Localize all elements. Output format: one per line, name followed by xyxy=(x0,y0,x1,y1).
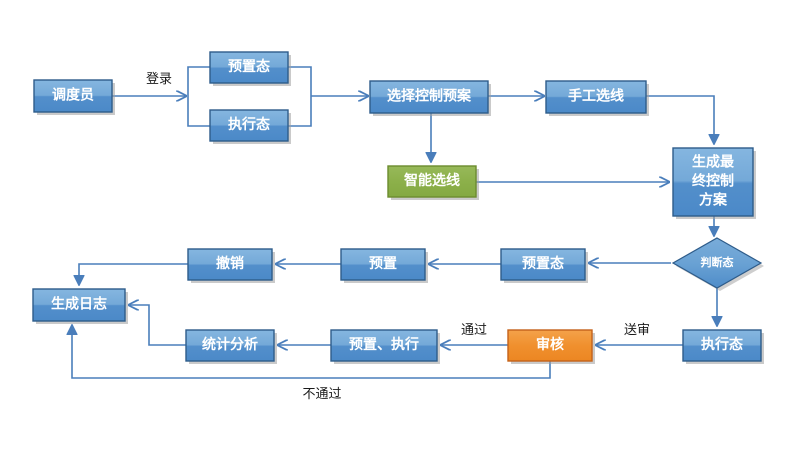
node-preset-exec[interactable]: 预置、执行 xyxy=(330,329,440,364)
connector-exec-to-merge xyxy=(288,96,312,127)
node-smart-line[interactable]: 智能选线 xyxy=(387,165,479,200)
edge-label-login: 登录 xyxy=(146,71,172,86)
node-stat-analyse[interactable]: 统计分析 xyxy=(185,329,277,364)
connector-preset-to-merge xyxy=(288,66,312,96)
node-preset-state[interactable]: 预置态 xyxy=(209,51,291,86)
node-preset[interactable]: 预置 xyxy=(340,248,428,283)
node-label-smart-line: 智能选线 xyxy=(403,172,460,188)
node-shape xyxy=(330,329,438,362)
node-label-revoke: 撤销 xyxy=(216,255,244,271)
node-label-exec-state2: 执行态 xyxy=(701,336,743,352)
node-dispatcher[interactable]: 调度员 xyxy=(33,79,115,115)
node-label-audit: 审核 xyxy=(536,336,564,352)
node-label-preset-state2: 预置态 xyxy=(522,255,564,271)
node-exec-state[interactable]: 执行态 xyxy=(209,109,291,144)
node-shape xyxy=(33,79,113,113)
edge-label-submit: 送审 xyxy=(624,322,650,337)
node-exec-state2[interactable]: 执行态 xyxy=(682,329,764,364)
node-label-manual-line: 手工选线 xyxy=(568,88,624,104)
connector-audit-fail-to-log xyxy=(72,325,551,379)
node-shape xyxy=(32,288,126,322)
node-label-preset: 预置 xyxy=(369,255,397,271)
node-shape xyxy=(340,248,426,281)
node-shape xyxy=(671,237,763,289)
connector-stat-to-log xyxy=(129,305,186,346)
node-shape xyxy=(507,329,593,362)
node-label-dispatcher: 调度员 xyxy=(52,87,94,103)
connector-manual-to-final xyxy=(646,95,714,144)
node-shape xyxy=(187,248,273,281)
node-shape xyxy=(387,165,477,198)
node-label-final-plan: 方案 xyxy=(699,192,728,208)
node-gen-log[interactable]: 生成日志 xyxy=(32,288,128,324)
connector-branch-to-exec xyxy=(187,96,210,127)
node-judge-state[interactable]: 判断态 xyxy=(671,237,764,291)
node-label-preset-state: 预置态 xyxy=(228,58,270,74)
node-label-final-plan: 生成最 xyxy=(692,154,735,170)
node-audit[interactable]: 审核 xyxy=(507,329,595,364)
edge-label-pass: 通过 xyxy=(461,322,487,337)
node-label-exec-state: 执行态 xyxy=(228,116,270,132)
node-shape xyxy=(682,329,762,362)
node-shape xyxy=(209,109,289,142)
node-layer: 调度员预置态执行态选择控制预案手工选线智能选线生成最终控制方案判断态预置态预置撤… xyxy=(32,51,764,364)
node-revoke[interactable]: 撤销 xyxy=(187,248,275,283)
node-shape xyxy=(369,80,489,114)
node-label-stat-analyse: 统计分析 xyxy=(202,336,258,352)
connector-layer xyxy=(72,66,717,379)
edge-label-fail: 不通过 xyxy=(302,386,341,401)
node-manual-line[interactable]: 手工选线 xyxy=(545,80,649,116)
node-shape xyxy=(209,51,289,84)
node-select-plan[interactable]: 选择控制预案 xyxy=(369,80,491,116)
node-label-final-plan: 终控制 xyxy=(692,173,734,189)
node-shape xyxy=(185,329,275,362)
node-shape xyxy=(672,147,754,217)
node-label-select-plan: 选择控制预案 xyxy=(387,88,472,104)
node-label-gen-log: 生成日志 xyxy=(51,296,107,312)
connector-revoke-to-log xyxy=(79,263,188,285)
node-label-judge-state: 判断态 xyxy=(701,255,734,269)
node-preset-state2[interactable]: 预置态 xyxy=(500,248,588,283)
connector-branch-to-preset xyxy=(187,66,210,96)
node-shape xyxy=(500,248,586,281)
node-label-preset-exec: 预置、执行 xyxy=(349,336,419,352)
node-shape xyxy=(545,80,647,114)
